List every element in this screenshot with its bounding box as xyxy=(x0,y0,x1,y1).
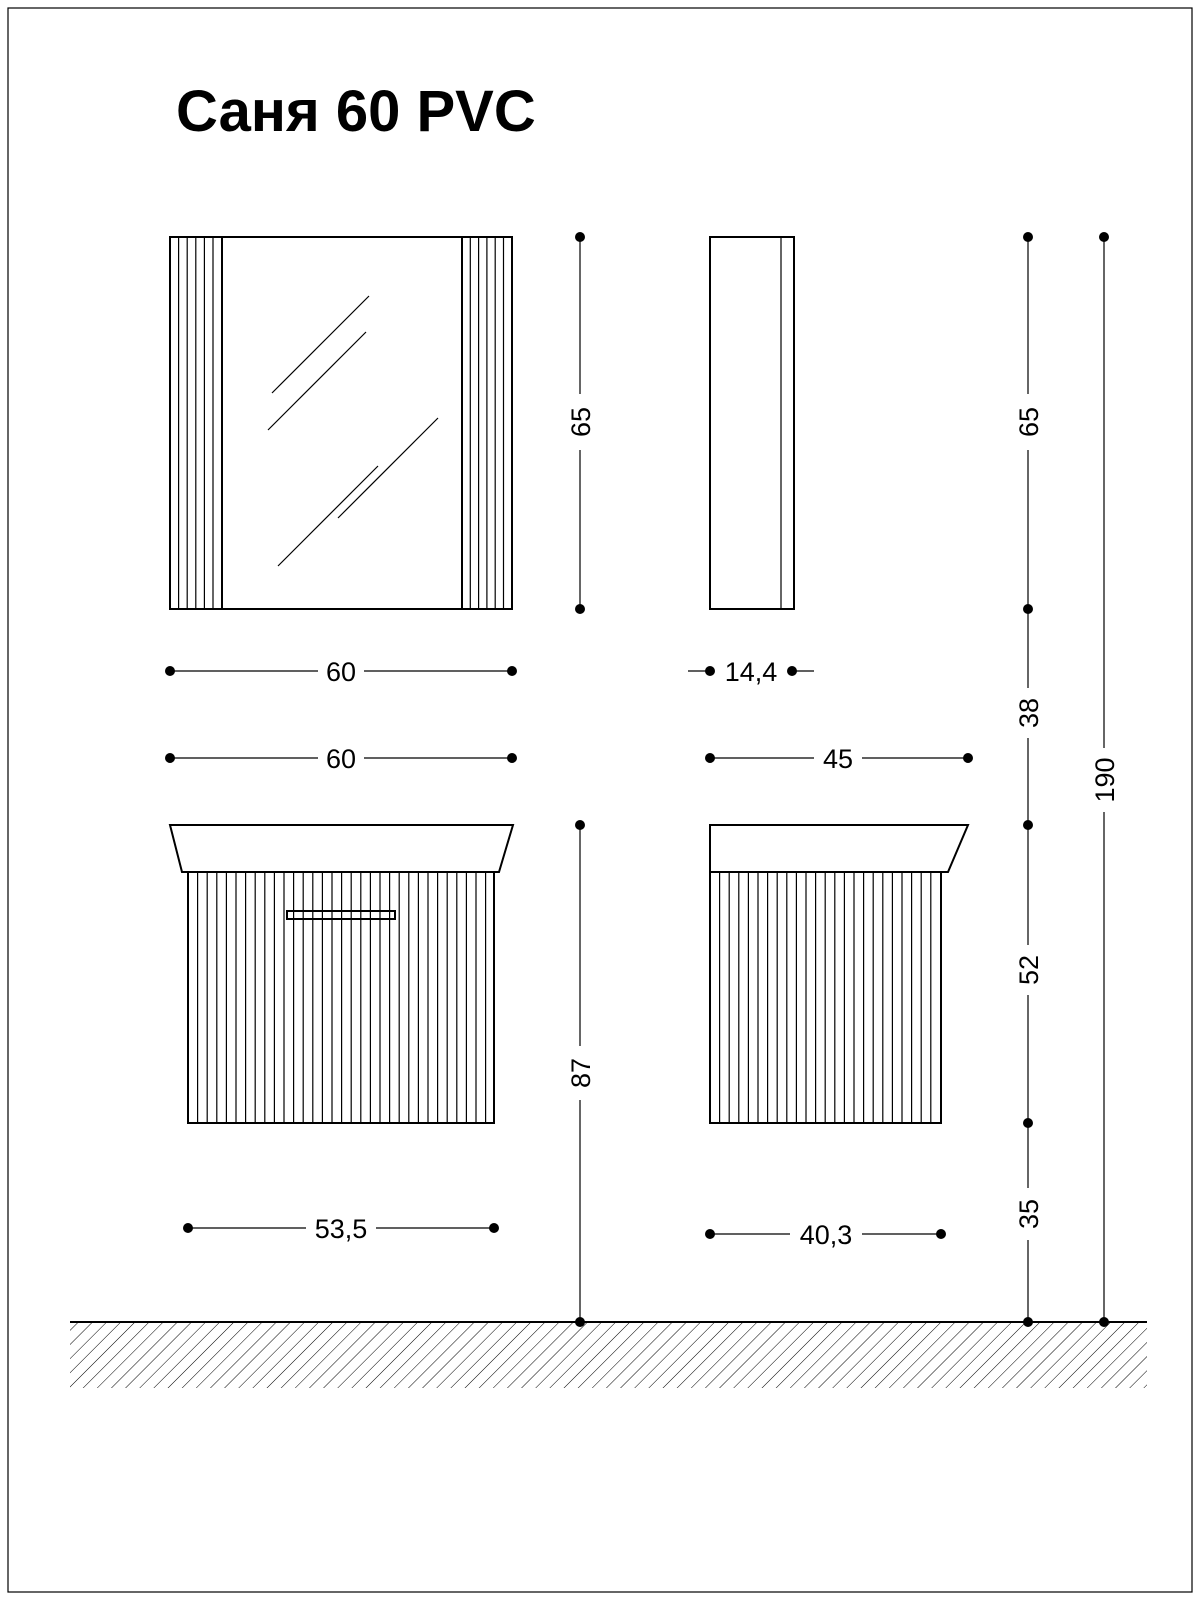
mirror-right-fluting xyxy=(469,237,505,609)
dim-label-vanity-body-depth: 40,3 xyxy=(800,1220,853,1250)
vanity-front-fluting xyxy=(197,872,487,1123)
dim-vanity-top-depth: 45 xyxy=(705,744,973,774)
dim-label-mirror-height: 65 xyxy=(566,407,596,437)
dim-label-vanity-body-height: 52 xyxy=(1014,955,1044,985)
dim-label-mirror-depth: 14,4 xyxy=(725,657,778,687)
dim-vanity-body-depth: 40,3 xyxy=(705,1220,946,1250)
floor xyxy=(70,1321,1147,1388)
vanity-side xyxy=(709,824,970,1124)
dim-label-mirror-width: 60 xyxy=(326,657,356,687)
dim-label-cabinet-height: 65 xyxy=(1014,407,1044,437)
mirror-cabinet-side xyxy=(709,236,795,610)
dim-height-chain: 65 38 52 35 xyxy=(1014,232,1044,1327)
mirror-cabinet-front xyxy=(169,236,513,610)
dim-label-vanity-top-depth: 45 xyxy=(823,744,853,774)
dim-mirror-height: 65 xyxy=(566,232,596,614)
vanity-side-fluting xyxy=(718,872,932,1123)
dim-label-vanity-top-width: 60 xyxy=(326,744,356,774)
dim-vanity-body-width: 53,5 xyxy=(183,1214,499,1244)
mirror-glass-reflection xyxy=(267,295,439,567)
dim-mirror-width: 60 xyxy=(165,657,517,687)
page-frame xyxy=(7,7,1193,1593)
mirror-left-fluting xyxy=(178,237,214,609)
drawing-title: Саня 60 PVC xyxy=(176,79,536,144)
dim-vanity-top-width: 60 xyxy=(165,744,517,774)
dim-label-floor-gap-height: 35 xyxy=(1014,1199,1044,1229)
dim-label-gap-height: 38 xyxy=(1014,698,1044,728)
dim-label-vanity-total-height: 87 xyxy=(566,1058,596,1088)
drawer-handle xyxy=(286,910,396,920)
dim-total-height: 190 xyxy=(1090,232,1120,1327)
dim-label-total-height: 190 xyxy=(1090,757,1120,802)
dim-vanity-total-height: 87 xyxy=(566,820,596,1327)
dim-label-vanity-body-width: 53,5 xyxy=(315,1214,368,1244)
dim-mirror-depth: 14,4 xyxy=(688,657,814,687)
vanity-front xyxy=(168,824,515,1124)
